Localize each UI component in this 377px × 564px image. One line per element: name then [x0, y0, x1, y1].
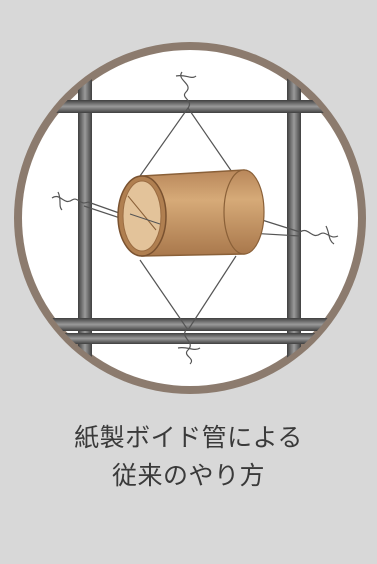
rebar-grid-icon	[20, 48, 360, 388]
caption-line-1: 紙製ボイド管による	[74, 423, 303, 452]
caption-line-2: 従来のやり方	[111, 461, 265, 490]
paper-void-tube-icon	[117, 169, 265, 257]
